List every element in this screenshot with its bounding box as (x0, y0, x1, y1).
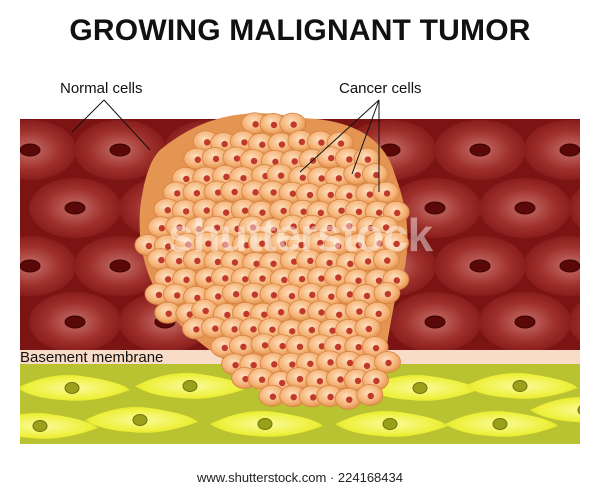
cancer-cell (279, 112, 307, 135)
cancer-cell (372, 181, 400, 204)
normal-cell (524, 236, 580, 296)
normal-cell (569, 188, 580, 228)
normal-cell (389, 292, 481, 350)
cancer-cell (354, 317, 382, 339)
cancer-cell (259, 113, 287, 135)
normal-cell (524, 120, 580, 180)
normal-cell (479, 178, 571, 238)
cancer-cell (154, 301, 182, 324)
fibroblast (210, 410, 323, 437)
fibroblast (20, 374, 130, 401)
cancer-cell (182, 249, 210, 271)
cancer-cell (210, 232, 238, 255)
cancer-cell (356, 384, 384, 406)
cancer-cell (171, 199, 199, 222)
cancer-cell (181, 317, 209, 340)
fibroblast (445, 410, 558, 437)
normal-cell (569, 302, 580, 342)
fibroblast (530, 396, 580, 423)
fibroblast (335, 410, 448, 437)
cancer-cell (279, 385, 307, 408)
normal-cell (479, 292, 571, 350)
cancer-cell (240, 282, 268, 305)
cancer-cell (361, 163, 389, 185)
normal-cell (29, 178, 121, 238)
fibroblast (20, 412, 98, 439)
cancer-cell (201, 147, 229, 169)
cancer-cell (288, 299, 315, 322)
cancer-cell (343, 368, 371, 391)
fibroblast (135, 372, 248, 399)
fibroblast (365, 374, 478, 401)
normal-cell (434, 120, 526, 180)
cancer-cell (200, 316, 228, 339)
fibroblast (85, 406, 198, 433)
normal-cells-label: Normal cells (60, 80, 143, 97)
normal-cell (434, 236, 526, 296)
cancer-cell (373, 282, 401, 304)
page-title: GROWING MALIGNANT TUMOR (69, 14, 531, 47)
normal-cell (20, 120, 76, 180)
basement-membrane-label: Basement membrane (20, 349, 164, 366)
cancer-cell (343, 163, 371, 186)
cancer-cell (334, 214, 362, 236)
fibroblast (465, 372, 578, 399)
normal-cell (20, 236, 76, 296)
normal-cell (74, 120, 166, 180)
cancer-cell (372, 248, 400, 271)
tumor-mass (134, 112, 410, 410)
pointer-lines (71, 99, 380, 192)
cancer-cell (247, 367, 275, 390)
cancer-cell (374, 351, 401, 373)
footer-credit: www.shutterstock.com · 224168434 (197, 470, 403, 485)
cancer-cell (266, 300, 294, 323)
cancer-cell (247, 132, 275, 155)
cancer-cell (382, 231, 410, 254)
watermark: shutterstock (167, 209, 433, 261)
cancer-cell (258, 384, 286, 407)
normal-cell (389, 178, 481, 238)
normal-cell (29, 292, 121, 350)
cancer-cells-label: Cancer cells (339, 80, 422, 97)
